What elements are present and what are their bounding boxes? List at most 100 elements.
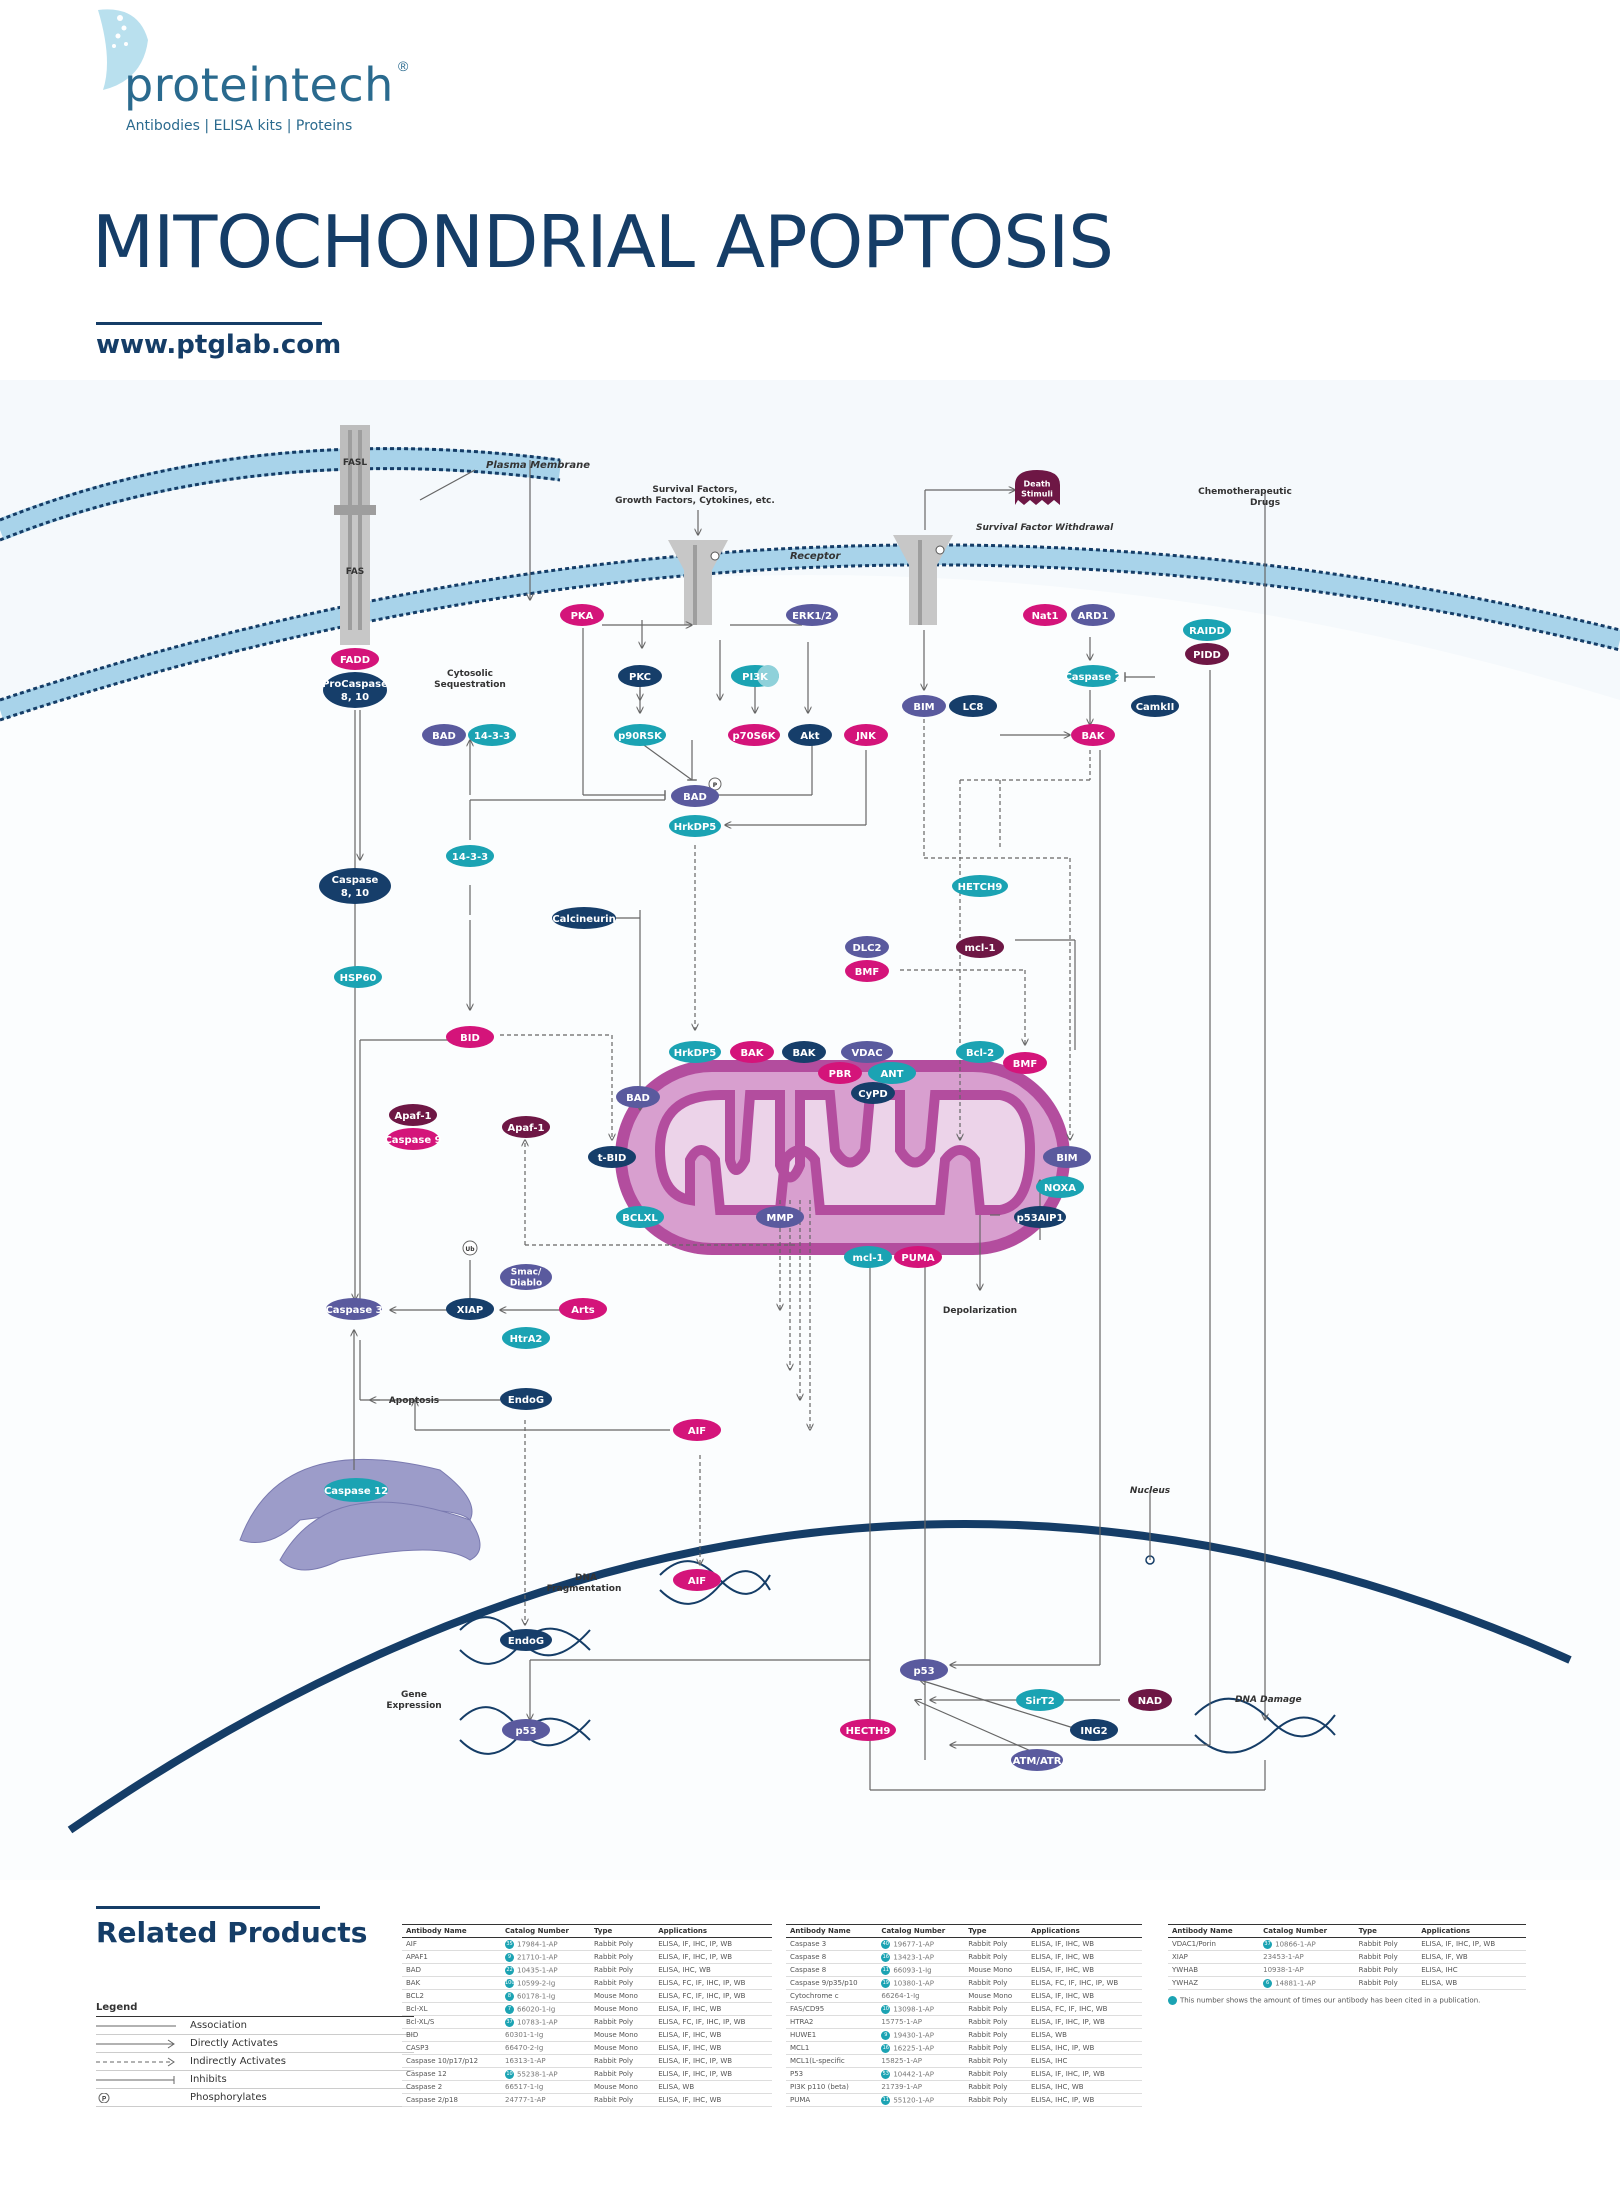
- antibody-type: Rabbit Poly: [964, 2041, 1027, 2055]
- catalog-number[interactable]: 23453-1-AP: [1259, 1950, 1355, 1964]
- node-dlc2: DLC2: [845, 936, 889, 958]
- antibody-type: Rabbit Poly: [964, 2067, 1027, 2081]
- antibody-name: Caspase 8: [786, 1950, 878, 1964]
- citation-badge: 10: [505, 2069, 514, 2079]
- node-arts: Arts: [559, 1298, 607, 1320]
- catalog-number[interactable]: 66517-1-Ig: [501, 2080, 590, 2094]
- node-caspase2: Caspase 2: [1064, 665, 1122, 687]
- catalog-number[interactable]: 66470-2-Ig: [501, 2041, 590, 2055]
- svg-text:CyPD: CyPD: [858, 1089, 888, 1100]
- antibody-type: Mouse Mono: [589, 2080, 655, 2094]
- catalog-number[interactable]: 21739-1-AP: [877, 2080, 965, 2094]
- svg-text:Apaf-1: Apaf-1: [395, 1111, 432, 1122]
- related-rule: [96, 1906, 320, 1909]
- citation-badge: 9: [505, 1952, 514, 1962]
- applications: ELISA, IF, IHC, WB: [654, 2041, 772, 2055]
- svg-text:BAK: BAK: [792, 1048, 816, 1059]
- svg-text:p53AIP1: p53AIP1: [1017, 1213, 1064, 1224]
- antibody-type: Rabbit Poly: [1354, 1976, 1418, 1990]
- connectors: [354, 460, 1335, 1791]
- legend-item-association: Association: [96, 2017, 414, 2035]
- antibody-name: YWHAB: [1168, 1963, 1260, 1977]
- svg-text:XIAP: XIAP: [457, 1305, 484, 1316]
- antibody-type: Rabbit Poly: [589, 1950, 655, 1964]
- antibody-type: Mouse Mono: [589, 2041, 655, 2055]
- catalog-number[interactable]: 15825-1-AP: [877, 2054, 965, 2068]
- legend-item-inhibits: Inhibits: [96, 2071, 414, 2089]
- node-smac: Smac/Diablo: [500, 1264, 552, 1290]
- node-mcl1-m: mcl-1: [844, 1246, 892, 1268]
- svg-text:BIM: BIM: [913, 702, 934, 713]
- applications: ELISA, IHC: [1417, 1963, 1526, 1977]
- column-header: Antibody Name: [402, 1924, 501, 1938]
- svg-text:mcl-1: mcl-1: [853, 1253, 884, 1264]
- svg-text:AIF: AIF: [688, 1576, 706, 1587]
- svg-text:Smac/: Smac/: [511, 1268, 542, 1278]
- antibody-name: Cytochrome c: [786, 1989, 878, 2003]
- node-vdac: VDAC: [841, 1041, 893, 1063]
- applications: ELISA, IHC, IP, WB: [1026, 2093, 1142, 2107]
- catalog-number[interactable]: 24777-1-AP: [501, 2093, 590, 2107]
- citation-badge: 37: [1263, 1939, 1273, 1949]
- svg-text:Calcineurin: Calcineurin: [552, 914, 615, 925]
- antibody-type: Rabbit Poly: [964, 1950, 1027, 1964]
- node-14-3-3-seq: 14-3-3: [468, 724, 516, 746]
- citation-badge: 11: [881, 1965, 891, 1975]
- catalog-number[interactable]: 16313-1-AP: [501, 2054, 590, 2068]
- svg-text:EndoG: EndoG: [508, 1395, 544, 1406]
- antibody-type: Rabbit Poly: [589, 2067, 655, 2081]
- svg-text:BAD: BAD: [432, 731, 456, 742]
- svg-text:PKC: PKC: [629, 672, 651, 683]
- node-lc8: LC8: [949, 695, 997, 717]
- column-header: Applications: [654, 1924, 772, 1938]
- catalog-number[interactable]: 10938-1-AP: [1259, 1963, 1355, 1977]
- catalog-number[interactable]: 60301-1-Ig: [501, 2028, 590, 2042]
- death-receptor: [893, 535, 953, 625]
- indirect-connectors: [500, 705, 1091, 1625]
- applications: ELISA, WB: [1026, 2028, 1142, 2042]
- depolarization-label: Depolarization: [943, 1306, 1017, 1316]
- antibody-name: XIAP: [1168, 1950, 1260, 1964]
- applications: ELISA, IF, IHC, WB: [1026, 1989, 1142, 2003]
- node-bad-p: BAD: [671, 785, 719, 807]
- node-bcl2: Bcl-2: [956, 1041, 1004, 1063]
- citation-badge: 11: [881, 2095, 891, 2105]
- svg-text:SirT2: SirT2: [1025, 1696, 1054, 1707]
- antibody-name: Caspase 9/p35/p10: [786, 1976, 878, 1990]
- citation-badge: 37: [505, 2017, 514, 2027]
- antibody-type: Rabbit Poly: [1354, 1950, 1418, 1964]
- svg-text:Nat1: Nat1: [1032, 611, 1059, 622]
- citation-badge: 22: [505, 1965, 514, 1975]
- site-url[interactable]: www.ptglab.com: [96, 330, 342, 360]
- svg-text:p90RSK: p90RSK: [618, 731, 663, 742]
- citation-badge: 16: [881, 2043, 891, 2053]
- catalog-number[interactable]: 15775-1-AP: [877, 2015, 965, 2029]
- catalog-number[interactable]: 66264-1-Ig: [877, 1989, 965, 2003]
- svg-text:Arts: Arts: [571, 1305, 594, 1316]
